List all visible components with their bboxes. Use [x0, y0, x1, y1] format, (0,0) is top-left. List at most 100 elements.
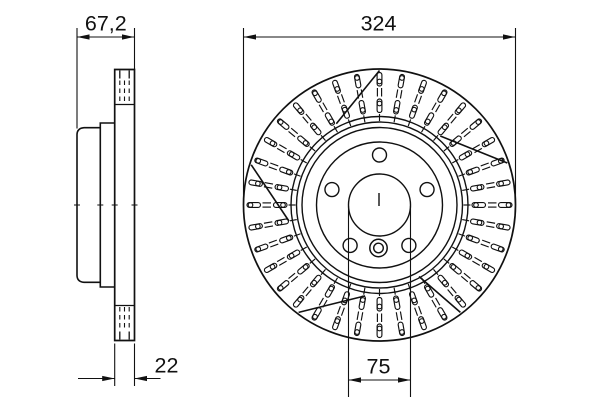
- vent-slot-outer: [496, 179, 511, 187]
- vent-slot-inner: [465, 234, 480, 244]
- bolt-hole: [419, 181, 435, 198]
- channel-line: [268, 239, 278, 244]
- front-view: [242, 68, 517, 342]
- vent-pin: [359, 107, 366, 113]
- channel-line: [480, 243, 489, 248]
- vent-slot-spoke: [462, 218, 511, 231]
- spoke-tick: [451, 246, 459, 251]
- spoke-tick: [293, 233, 301, 237]
- channel-line: [481, 239, 491, 244]
- vent-pin: [376, 325, 383, 332]
- vent-pin: [476, 219, 483, 226]
- side-mounting-flange: [76, 126, 101, 284]
- vent-pin: [354, 75, 360, 81]
- channel-line: [288, 130, 296, 138]
- channel-line: [447, 113, 454, 121]
- spoke-tick: [333, 125, 338, 133]
- vent-slot-spoke: [254, 157, 301, 177]
- channel-line: [435, 297, 441, 306]
- channel-line: [263, 221, 273, 224]
- vent-slot-outer: [292, 295, 305, 308]
- channel-line: [474, 256, 483, 263]
- vent-slot-outer: [332, 79, 341, 94]
- channel-line: [264, 182, 274, 185]
- bolt-hole: [324, 181, 340, 198]
- spoke-tick: [347, 119, 352, 127]
- vent-pin: [376, 303, 383, 310]
- spoke-tick: [433, 268, 439, 276]
- bolt-hole: [401, 237, 417, 254]
- vent-pin: [354, 329, 360, 335]
- vent-slot-spoke: [462, 179, 511, 192]
- extension-lines: [347, 206, 412, 397]
- dimension-label-center-bore: 75: [367, 355, 391, 379]
- vent-pin: [280, 202, 286, 208]
- vent-slot-spoke: [393, 287, 406, 337]
- vent-slot-spoke: [458, 233, 505, 253]
- channel-line: [305, 113, 312, 121]
- vent-pin: [418, 318, 425, 324]
- dimension-outer-diameter: 324: [242, 12, 517, 205]
- vent-pin: [497, 246, 504, 252]
- section-chord-line: [418, 275, 461, 314]
- vent-slot-spoke: [433, 102, 467, 142]
- arrowhead-right: [122, 34, 135, 40]
- vent-slot-spoke: [443, 118, 483, 152]
- arrowhead-right: [398, 377, 411, 383]
- vent-slot-outer: [397, 73, 406, 89]
- extension-lines: [76, 28, 136, 129]
- channel-line: [305, 289, 312, 297]
- vent-slot-spoke: [332, 79, 352, 127]
- channel-line: [336, 306, 341, 315]
- side-vent-hidden-lines: [119, 80, 130, 330]
- channel-line: [472, 144, 481, 150]
- vent-slot-inner: [324, 284, 336, 298]
- vent-slot-spoke: [407, 283, 427, 331]
- arrowhead-left: [243, 34, 256, 40]
- spoke-tick: [462, 219, 470, 222]
- vent-pin: [334, 318, 341, 324]
- vent-slot-outer: [254, 157, 269, 167]
- spoke-tick: [363, 115, 366, 123]
- vent-slot-spoke: [376, 71, 383, 121]
- vent-slot-outer: [418, 316, 427, 331]
- vent-pin: [276, 184, 283, 191]
- spoke-tick: [462, 188, 470, 191]
- vent-pin: [255, 223, 261, 230]
- vent-slot-inner: [393, 99, 401, 115]
- vent-slot-spoke: [263, 136, 308, 164]
- vent-pin: [483, 140, 490, 147]
- vent-pin: [277, 119, 284, 125]
- vent-slot-outer: [437, 307, 448, 321]
- vent-pin: [497, 158, 504, 164]
- vent-slot-inner: [279, 166, 294, 176]
- vent-slot-inner: [376, 98, 383, 114]
- vent-pin: [450, 264, 457, 270]
- vent-pin: [464, 252, 471, 259]
- channel-line: [414, 94, 419, 103]
- channel-line: [290, 275, 299, 283]
- vent-slot-spoke: [311, 277, 338, 321]
- vent-pin: [285, 235, 292, 241]
- vent-slot-inner: [465, 166, 480, 176]
- channel-line: [450, 116, 457, 124]
- arrowhead-right: [134, 375, 147, 382]
- vent-slot-outer: [497, 202, 513, 208]
- vent-pin: [297, 107, 303, 114]
- center-bore: [347, 173, 412, 237]
- vent-pin: [473, 202, 479, 208]
- vent-slot-outer: [469, 118, 483, 130]
- vent-slot-outer: [263, 136, 278, 148]
- channel-line: [278, 144, 287, 150]
- spoke-tick: [363, 287, 366, 295]
- vent-pin: [328, 285, 335, 292]
- vent-pin: [311, 279, 318, 286]
- arrowhead-left: [348, 377, 361, 383]
- spoke-tick: [289, 219, 297, 222]
- spoke-tick: [458, 233, 466, 237]
- vent-pin: [498, 223, 504, 230]
- vent-slot-inner: [471, 202, 487, 208]
- vent-pin: [312, 90, 318, 97]
